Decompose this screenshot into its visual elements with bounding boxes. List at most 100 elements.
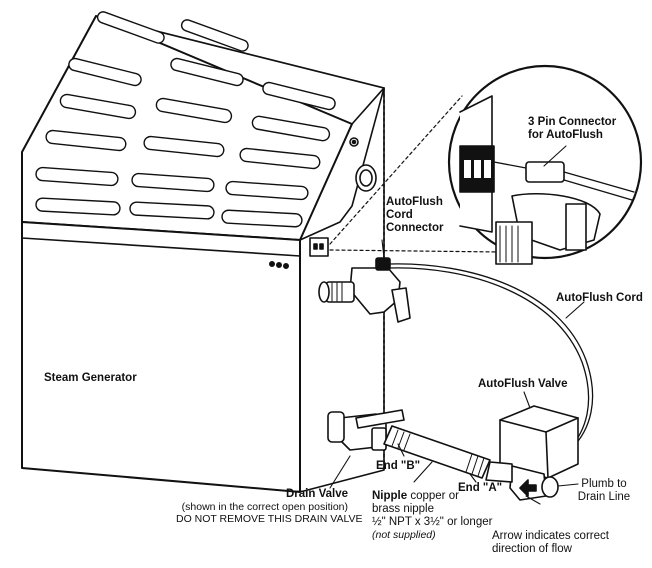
cover-side-edge bbox=[351, 87, 385, 125]
leader-line bbox=[397, 443, 405, 457]
steam-outlet bbox=[355, 164, 377, 192]
zoom-wire bbox=[493, 161, 527, 169]
label-text: copper or bbox=[407, 490, 459, 502]
label-text: Cord bbox=[386, 209, 413, 221]
autoflush-valve-corner bbox=[545, 431, 549, 479]
zoom-cord bbox=[563, 171, 635, 193]
label-text: (not supplied) bbox=[372, 529, 436, 541]
vent-slot bbox=[68, 57, 142, 87]
generator-front-panel bbox=[21, 221, 301, 493]
indicator-dot bbox=[282, 262, 289, 269]
valve-handle bbox=[391, 287, 411, 323]
vent-slot bbox=[35, 166, 119, 187]
label-text: brass nipple bbox=[372, 503, 435, 515]
label-text: ½" NPT x 3½" or longer bbox=[372, 516, 493, 528]
label-text: DO NOT REMOVE THIS DRAIN VALVE bbox=[176, 513, 363, 525]
label-flow-arrow: Arrow indicates correct direction of flo… bbox=[492, 530, 609, 556]
leader-line bbox=[523, 391, 531, 409]
label-text: direction of flow bbox=[492, 543, 572, 555]
zoom-pin-slot bbox=[484, 160, 491, 178]
zoom-leader bbox=[329, 249, 501, 253]
valve-threaded-stub bbox=[325, 281, 355, 303]
label-steam-generator: Steam Generator bbox=[44, 372, 137, 384]
autoflush-valve-outlet bbox=[541, 476, 559, 498]
thread bbox=[477, 457, 485, 477]
label-cord-connector: AutoFlush Cord Connector bbox=[386, 196, 444, 235]
label-end-a: End "A" bbox=[458, 482, 503, 494]
label-text: Drain Valve bbox=[285, 488, 348, 500]
drain-valve bbox=[327, 409, 405, 451]
label-text: AutoFlush bbox=[386, 196, 443, 208]
label-text: Connector bbox=[386, 222, 444, 234]
leader-lines bbox=[329, 145, 585, 505]
vent-slot bbox=[155, 97, 233, 124]
leader-line bbox=[565, 301, 585, 319]
vent-slot bbox=[129, 201, 215, 220]
stub-end bbox=[318, 281, 330, 303]
thread bbox=[465, 453, 473, 473]
zoom-threaded-stub bbox=[495, 221, 533, 265]
label-text: 3 Pin Connector bbox=[528, 116, 617, 128]
vent-slot bbox=[170, 57, 244, 87]
side-port bbox=[349, 137, 359, 147]
vent-slot bbox=[143, 135, 225, 158]
leader-line bbox=[543, 145, 567, 167]
vent-slots bbox=[35, 11, 336, 228]
label-text: Drain Line bbox=[577, 491, 631, 503]
leader-line bbox=[413, 461, 433, 483]
drain-valve-inlet bbox=[327, 411, 345, 443]
vent-slot bbox=[251, 115, 331, 142]
vent-slot bbox=[35, 197, 121, 216]
vent-slot bbox=[131, 172, 215, 193]
vent-slot bbox=[96, 11, 165, 44]
autoflush-cord-line bbox=[389, 267, 590, 451]
autoflush-valve-inlet bbox=[485, 461, 513, 483]
zoom-detail bbox=[329, 64, 643, 265]
leader-line bbox=[525, 495, 541, 505]
drain-valve-lever bbox=[355, 409, 405, 429]
vent-slot bbox=[225, 180, 309, 201]
cord-connector-plug bbox=[375, 257, 391, 271]
zoom-cord bbox=[563, 179, 633, 201]
autoflush-cord-line bbox=[389, 263, 594, 449]
vent-slot bbox=[239, 147, 321, 170]
connector-pin bbox=[319, 243, 324, 250]
nipple-pipe bbox=[383, 425, 491, 479]
vent-slot bbox=[180, 19, 249, 52]
label-text: Arrow indicates correct bbox=[492, 530, 609, 542]
connector-port bbox=[309, 237, 329, 257]
label-autoflush-valve: AutoFlush Valve bbox=[478, 378, 568, 390]
leader-line bbox=[557, 483, 579, 487]
label-text: Plumb to bbox=[581, 478, 627, 490]
vent-slot bbox=[59, 93, 137, 120]
steam-outlet-inner bbox=[359, 169, 373, 187]
label-autoflush-cord: AutoFlush Cord bbox=[556, 292, 643, 304]
nipple bbox=[383, 425, 491, 479]
thread bbox=[403, 433, 411, 451]
label-end-b: End "B" bbox=[376, 460, 421, 472]
vent-slot bbox=[221, 209, 303, 228]
zoom-pin-slot bbox=[464, 160, 471, 178]
leader-line bbox=[329, 455, 351, 489]
autoflush-valve bbox=[485, 405, 579, 501]
side-port-center bbox=[351, 139, 357, 145]
label-text: (shown in the correct open position) bbox=[181, 501, 348, 513]
label-nipple: Nipple copper or brass nipple ½" NPT x 3… bbox=[372, 490, 492, 541]
label-3-pin-connector: 3 Pin Connector for AutoFlush bbox=[528, 116, 616, 142]
connector-pin bbox=[313, 243, 318, 250]
label-text: for AutoFlush bbox=[528, 129, 603, 141]
zoom-leader bbox=[329, 95, 463, 245]
leader-line bbox=[381, 239, 385, 259]
label-drain-valve: Drain Valve (shown in the correct open p… bbox=[176, 488, 363, 525]
indicator-dot bbox=[275, 261, 282, 268]
indicator-dots bbox=[268, 260, 289, 269]
indicator-dot bbox=[268, 260, 275, 267]
zoom-pin-slot bbox=[474, 160, 481, 178]
side-fittings bbox=[309, 137, 377, 257]
zoom-valve-handle bbox=[565, 203, 587, 251]
thread bbox=[471, 455, 479, 475]
vent-slot bbox=[45, 129, 127, 152]
flow-direction-arrow-icon bbox=[519, 479, 537, 497]
